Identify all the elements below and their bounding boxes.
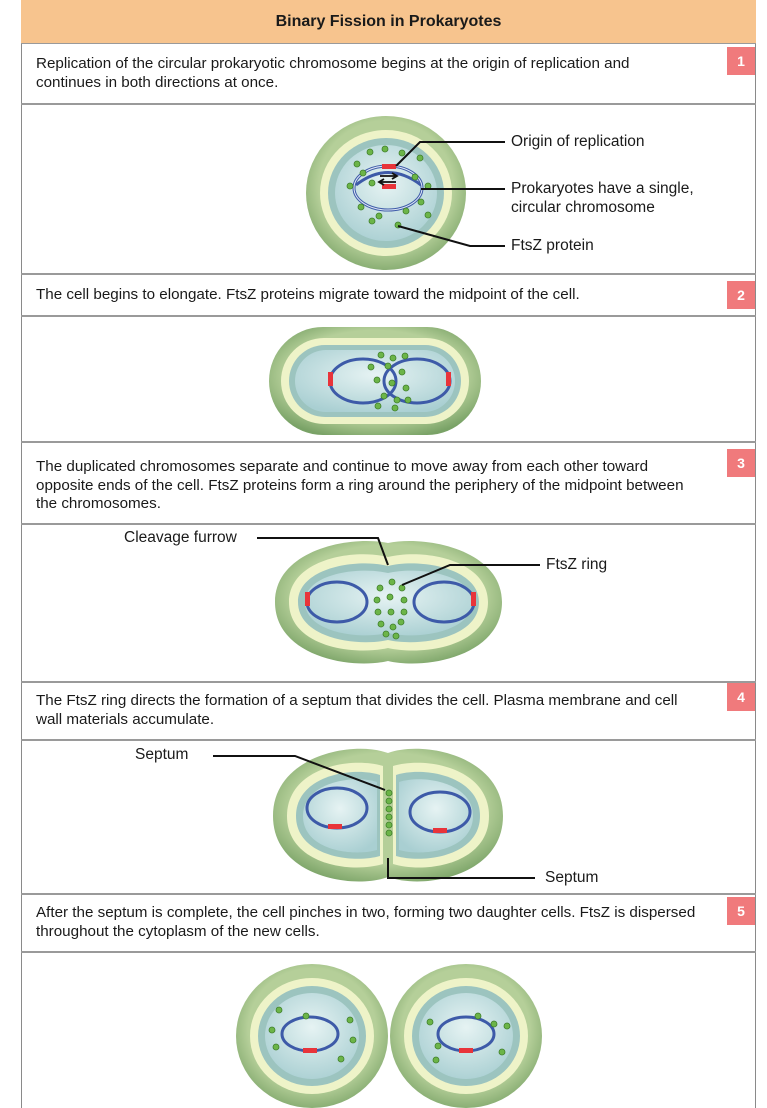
label-single-chromosome-line-2: circular chromosome: [511, 199, 655, 218]
origin-marker: [446, 372, 451, 386]
panel-3-cell: [275, 541, 502, 664]
panel-2-cell: [269, 327, 481, 435]
origin-marker: [471, 592, 476, 606]
origin-marker: [303, 1048, 317, 1053]
panel-5-cells: [236, 964, 542, 1108]
origin-marker: [305, 592, 310, 606]
label-ftsz-protein: FtsZ protein: [511, 237, 594, 256]
label-origin-of-replication: Origin of replication: [511, 133, 645, 152]
label-cleavage-furrow: Cleavage furrow: [124, 529, 237, 548]
label-septum-bottom: Septum: [545, 869, 598, 888]
origin-marker: [382, 164, 396, 169]
origin-marker: [328, 824, 342, 829]
label-ftsz-ring: FtsZ ring: [546, 556, 607, 575]
origin-marker: [328, 372, 333, 386]
origin-marker: [459, 1048, 473, 1053]
origin-marker: [433, 828, 447, 833]
panel-1-cell: [306, 116, 466, 270]
label-septum-top: Septum: [135, 746, 188, 765]
label-single-chromosome-line-1: Prokaryotes have a single,: [511, 180, 694, 199]
